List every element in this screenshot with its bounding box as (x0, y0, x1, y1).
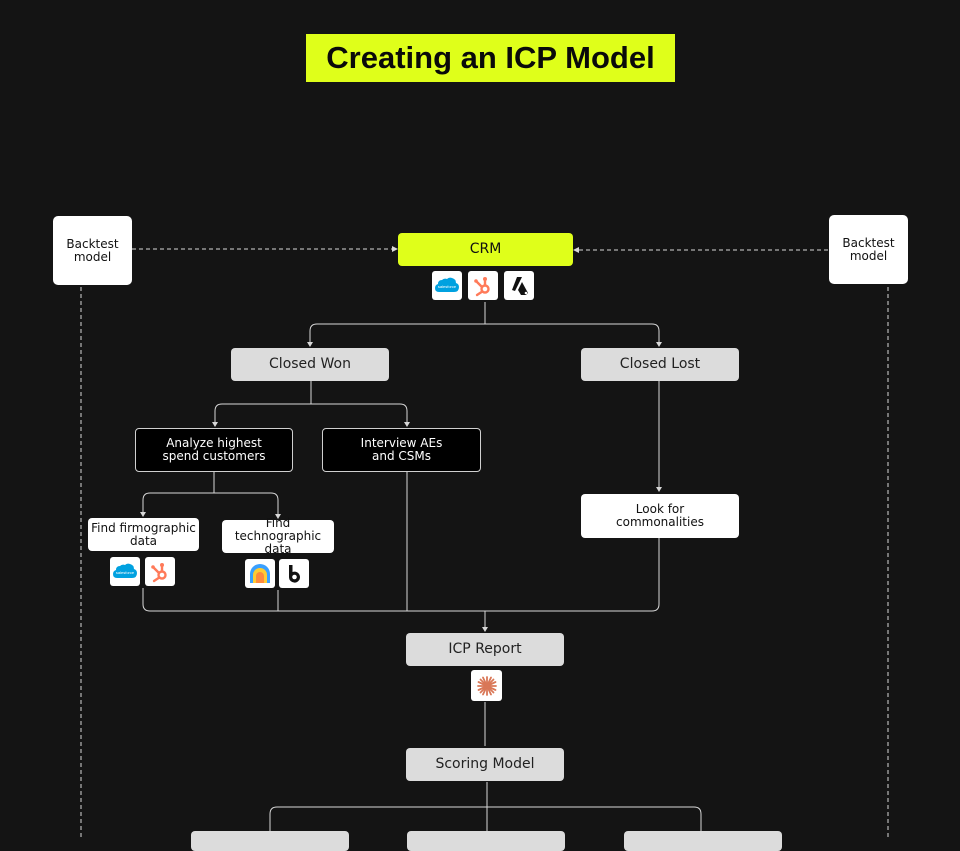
node-label: Scoring Model (435, 756, 535, 772)
node-label: Interview AEs and CSMs (360, 436, 443, 463)
node-label: Find firmographic data (91, 520, 196, 548)
analyze-spend-node: Analyze highest spend customers (135, 428, 293, 472)
bottom-node-center (407, 831, 565, 851)
node-label: Backtest model (842, 235, 895, 263)
analyze-split-line (142, 472, 279, 518)
arrowhead (656, 342, 662, 347)
node-label: Backtest model (66, 236, 119, 264)
scoring-model-node: Scoring Model (406, 748, 564, 781)
firmographic-node: Find firmographic data (88, 518, 199, 551)
bottom-node-left (191, 831, 349, 851)
technographic-node: Find technographic data (222, 516, 334, 556)
icp-report-node: ICP Report (406, 633, 564, 666)
closed-won-node: Closed Won (231, 348, 389, 381)
attio-icon (504, 271, 534, 300)
arrowhead (392, 246, 398, 252)
page-title: Creating an ICP Model (306, 34, 675, 82)
salesforce-wordmark: salesforce (438, 284, 457, 289)
salesforce-icon: salesforce (432, 271, 462, 300)
won-split-line (214, 381, 408, 426)
arrowhead (140, 512, 146, 517)
arrowhead (656, 487, 662, 492)
crm-node: CRM (398, 233, 573, 266)
hubspot-icon (468, 271, 498, 300)
node-label: Find technographic data (234, 516, 322, 556)
node-label: ICP Report (448, 641, 522, 657)
arrowhead (482, 627, 488, 632)
crm-split-line (309, 302, 660, 346)
arrowhead (212, 422, 218, 427)
salesforce-icon: salesforce (110, 557, 140, 586)
salesforce-wordmark: salesforce (116, 570, 135, 575)
arrowhead (404, 422, 410, 427)
node-label: Look for commonalities (616, 502, 704, 529)
interview-node: Interview AEs and CSMs (322, 428, 481, 472)
bottom-node-right (624, 831, 782, 851)
arrowhead (573, 247, 579, 253)
rainbow-app-icon (245, 559, 275, 588)
merge-line (142, 538, 660, 612)
node-label: CRM (469, 241, 502, 257)
backtest-model-left: Backtest model (53, 216, 132, 285)
arrowhead (275, 514, 281, 519)
node-label: Closed Lost (619, 356, 701, 372)
backtest-model-right: Backtest model (829, 215, 908, 284)
builtwith-icon (279, 559, 309, 588)
node-label: Closed Won (269, 356, 351, 372)
claude-icon (471, 670, 502, 701)
commonalities-node: Look for commonalities (581, 494, 739, 538)
scoring-split-line (269, 782, 702, 840)
closed-lost-node: Closed Lost (581, 348, 739, 381)
arrowhead (307, 342, 313, 347)
hubspot-icon (145, 557, 175, 586)
node-label: Analyze highest spend customers (162, 436, 266, 463)
